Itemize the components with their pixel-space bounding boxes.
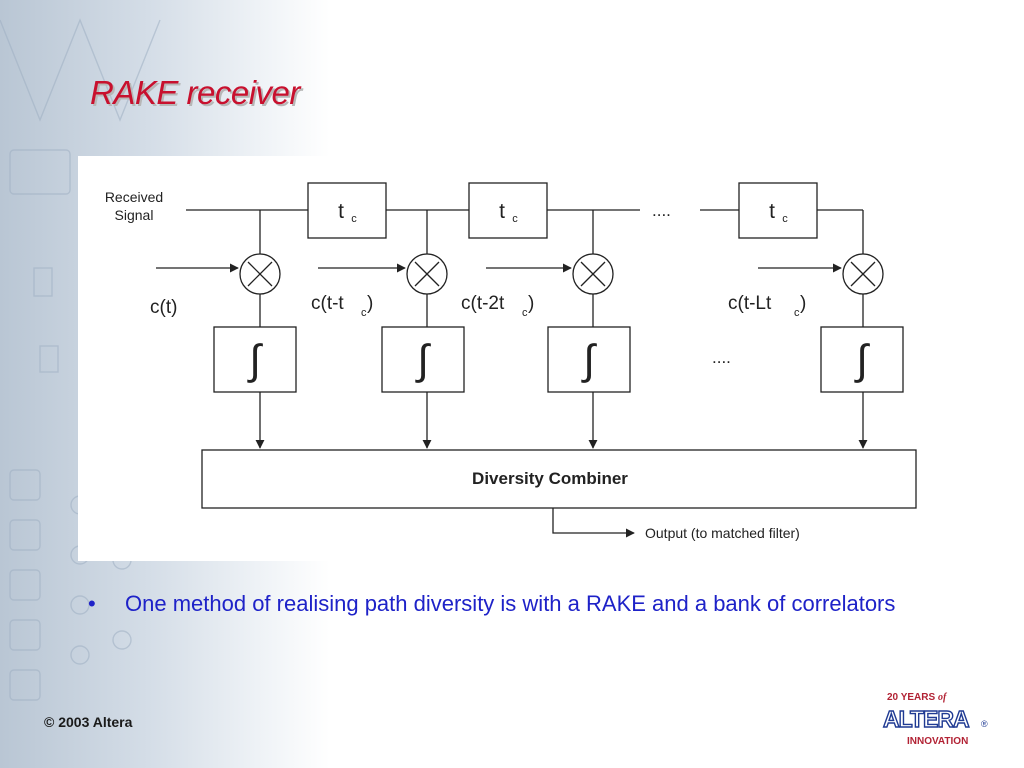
integrator-symbol-3: ∫ xyxy=(581,336,597,383)
altera-20-years-logo: 20 YEARS of ALTERA ® INNOVATION xyxy=(882,692,988,747)
svg-text:c(t-t: c(t-t xyxy=(311,293,344,314)
integrator-ellipsis: .... xyxy=(712,348,731,367)
svg-text:): ) xyxy=(367,293,373,314)
svg-text:t: t xyxy=(499,200,505,223)
delay-label-2: t c xyxy=(499,200,518,225)
output-arrow xyxy=(552,508,635,538)
svg-text:t: t xyxy=(769,200,775,223)
diversity-combiner-label: Diversity Combiner xyxy=(472,469,628,488)
svg-text:c: c xyxy=(512,213,518,225)
diversity-combiner-box xyxy=(201,449,917,509)
svg-text:c(t-Lt: c(t-Lt xyxy=(728,293,772,314)
rake-receiver-diagram: Received Signal t c t c t c .... c(t) c(… xyxy=(78,156,944,561)
svg-text:c: c xyxy=(361,307,367,319)
multiplier-2 xyxy=(406,253,448,295)
svg-text:c: c xyxy=(351,213,357,225)
integrator-box-1 xyxy=(213,326,297,393)
code-label-1: c(t) xyxy=(150,297,177,318)
bullet-text: One method of realising path diversity i… xyxy=(125,591,896,616)
integrator-symbol-2: ∫ xyxy=(415,336,431,383)
slide-title: RAKE receiver xyxy=(90,74,300,111)
integrator-symbol-4: ∫ xyxy=(854,336,870,383)
delay-box-1 xyxy=(307,182,387,239)
background-motif xyxy=(0,18,161,701)
svg-text:c: c xyxy=(782,213,788,225)
svg-text:ALTERA: ALTERA xyxy=(883,706,969,732)
multiplier-1 xyxy=(239,253,281,295)
svg-text:INNOVATION: INNOVATION xyxy=(907,736,968,747)
multiplier-3 xyxy=(572,253,614,295)
bullet-marker: • xyxy=(88,591,96,616)
integrator-box-3 xyxy=(547,326,631,393)
code-label-3: c(t-2t c ) xyxy=(461,293,534,319)
output-label: Output (to matched filter) xyxy=(645,525,800,541)
rake-receiver-svg: Received Signal t c t c t c .... c(t) c(… xyxy=(105,182,917,541)
delay-label-1: t c xyxy=(338,200,357,225)
svg-text:t: t xyxy=(338,200,344,223)
svg-text:c: c xyxy=(794,307,800,319)
delay-box-3 xyxy=(738,182,818,239)
integrator-symbol-1: ∫ xyxy=(247,336,263,383)
multiplier-4 xyxy=(842,253,884,295)
svg-text:®: ® xyxy=(981,719,988,729)
code-label-2: c(t-t c ) xyxy=(311,293,373,319)
received-signal-label-line1: Received xyxy=(105,189,163,205)
code-label-4: c(t-Lt c ) xyxy=(728,293,806,319)
copyright-footer: © 2003 Altera xyxy=(44,714,133,730)
integrator-box-2 xyxy=(381,326,465,393)
svg-text:c: c xyxy=(522,307,528,319)
svg-text:20 YEARS of: 20 YEARS of xyxy=(887,692,948,703)
delay-box-2 xyxy=(468,182,548,239)
svg-text:c(t-2t: c(t-2t xyxy=(461,293,505,314)
delay-ellipsis: .... xyxy=(652,201,671,220)
received-signal-label-line2: Signal xyxy=(115,207,154,223)
integrator-box-4 xyxy=(820,326,904,393)
svg-text:): ) xyxy=(800,293,806,314)
delay-label-3: t c xyxy=(769,200,788,225)
svg-text:): ) xyxy=(528,293,534,314)
